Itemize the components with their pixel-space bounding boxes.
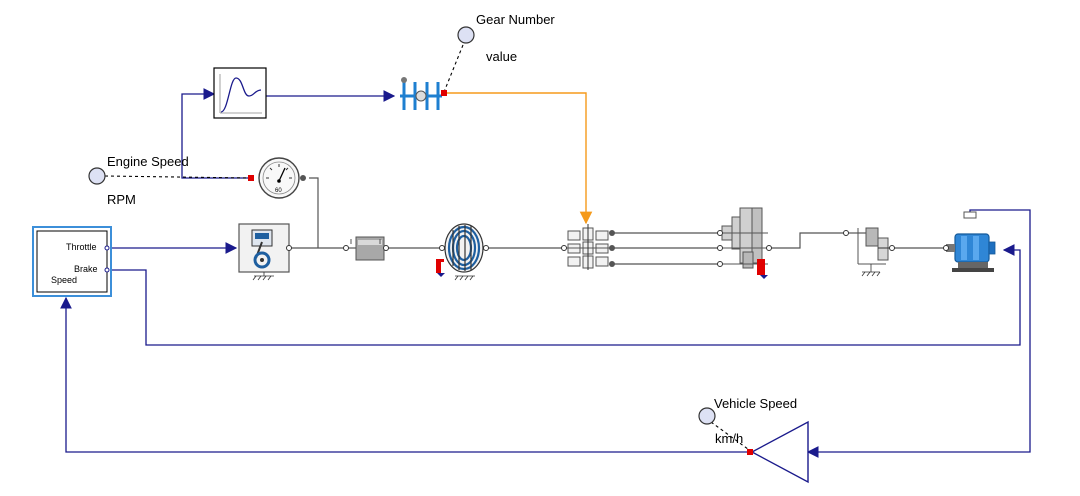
- gear-selector-block[interactable]: [398, 77, 447, 110]
- vehicle-block[interactable]: [943, 211, 996, 272]
- gear-number-readout[interactable]: [457, 26, 475, 44]
- gain-block[interactable]: [747, 420, 809, 484]
- gear-value-label: value: [486, 49, 518, 64]
- wire-rpm-to-filter: [181, 88, 250, 179]
- engine-speed-readout[interactable]: [88, 167, 106, 185]
- signal-connections: [60, 88, 1031, 458]
- wire-speed-sensor-to-gain: [806, 209, 1031, 458]
- mechanical-connections: [289, 177, 946, 265]
- engine-speed-gauge[interactable]: 60: [248, 157, 306, 199]
- step-response-curve: [220, 77, 262, 113]
- driver-block[interactable]: [32, 226, 112, 297]
- vehicle-speed-readout[interactable]: [698, 407, 716, 425]
- multi-clutch-block[interactable]: [717, 207, 772, 279]
- gear-number-label: Gear Number: [476, 12, 555, 27]
- wire-gear-selector-to-gearbox: [444, 92, 593, 225]
- port-throttle[interactable]: [104, 245, 110, 251]
- wire-gain-to-driver-speed: [60, 296, 752, 453]
- engine-block[interactable]: [238, 223, 292, 281]
- gain-output-port[interactable]: [747, 449, 753, 455]
- driver-brake-label: Brake: [74, 264, 98, 274]
- filter-block[interactable]: [213, 67, 267, 119]
- gauge-needle: [278, 167, 286, 182]
- vehicle-unit-label: km/h: [715, 431, 744, 446]
- engine-inertia[interactable]: [343, 236, 389, 261]
- gauge-value: 60: [275, 188, 282, 194]
- gauge-flange[interactable]: [300, 175, 306, 181]
- driver-throttle-label: Throttle: [66, 242, 97, 252]
- engine-flange[interactable]: [286, 245, 292, 251]
- driver-speed-label: Speed: [51, 275, 78, 285]
- clutch-block[interactable]: [436, 223, 489, 281]
- wire-brake-to-brake-actuator: [108, 244, 1021, 346]
- port-brake[interactable]: [104, 267, 110, 273]
- dash-engine-speed: [104, 175, 251, 179]
- vehicle-speed-label: Vehicle Speed: [714, 396, 798, 411]
- planetary-gearbox[interactable]: [561, 224, 616, 270]
- engine-unit-label: RPM: [107, 192, 136, 207]
- dash-vehicle-speed: [710, 421, 753, 453]
- gauge-output-port[interactable]: [248, 175, 254, 181]
- dash-gear-number: [443, 44, 464, 93]
- readout-links: [104, 44, 753, 453]
- final-drive-block[interactable]: [843, 227, 895, 277]
- engine-speed-label: Engine Speed: [107, 154, 189, 169]
- gear-selector-output-port[interactable]: [441, 90, 447, 96]
